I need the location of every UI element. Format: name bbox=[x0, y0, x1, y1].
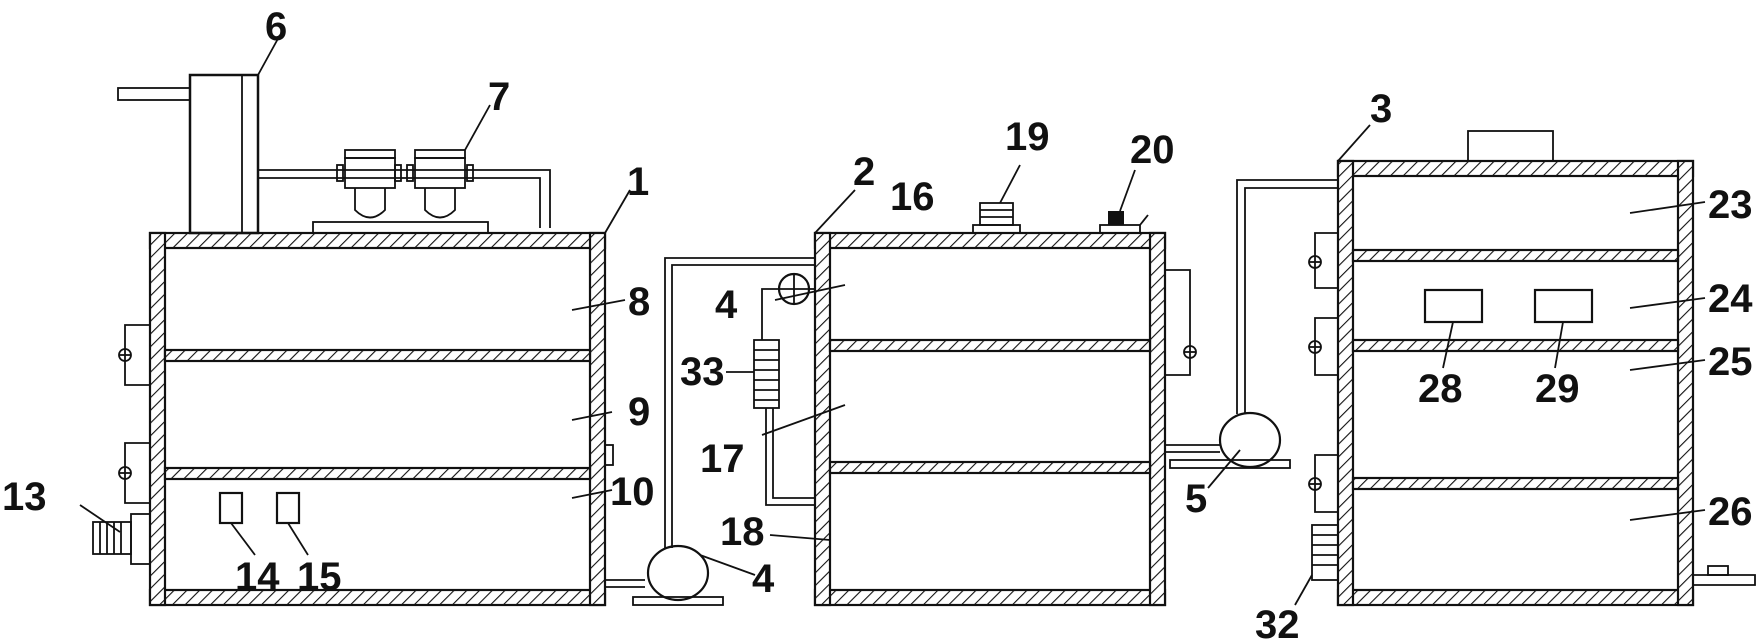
label-5: 5 bbox=[1185, 477, 1207, 521]
side-valve-left-upper bbox=[118, 324, 150, 386]
label-20: 20 bbox=[1130, 128, 1175, 172]
sensor-15 bbox=[275, 491, 301, 525]
side-valve-tank3-2 bbox=[1308, 317, 1338, 376]
pump-5 bbox=[1165, 179, 1338, 469]
module-28 bbox=[1423, 288, 1484, 324]
side-valve-left-lower bbox=[118, 442, 150, 504]
label-16: 16 bbox=[890, 175, 935, 219]
pump-4 bbox=[605, 257, 815, 606]
label-23: 23 bbox=[1708, 183, 1753, 227]
label-33: 33 bbox=[680, 350, 725, 394]
label-13: 13 bbox=[2, 475, 47, 519]
device-20 bbox=[1099, 211, 1149, 234]
label-6: 6 bbox=[265, 5, 287, 49]
tank-2 bbox=[753, 202, 1197, 607]
unit-6 bbox=[117, 73, 260, 235]
module-29 bbox=[1533, 288, 1594, 324]
label-17: 17 bbox=[700, 437, 745, 481]
label-26: 26 bbox=[1708, 490, 1753, 534]
label-4-upper: 4 bbox=[715, 283, 738, 327]
side-valve-tank3-3 bbox=[1308, 454, 1338, 513]
tank-1 bbox=[92, 231, 614, 607]
filter-33 bbox=[753, 339, 815, 506]
label-32: 32 bbox=[1255, 603, 1300, 644]
label-2: 2 bbox=[853, 150, 875, 194]
outlet-right bbox=[1693, 565, 1756, 586]
label-10: 10 bbox=[610, 470, 655, 514]
unit-7 bbox=[258, 149, 551, 234]
side-valve-tank3-1 bbox=[1308, 232, 1338, 289]
label-1: 1 bbox=[627, 160, 649, 204]
label-4-lower: 4 bbox=[752, 557, 775, 601]
label-25: 25 bbox=[1708, 340, 1753, 384]
label-29: 29 bbox=[1535, 367, 1580, 411]
label-7: 7 bbox=[488, 75, 510, 119]
leader-lines bbox=[79, 34, 1706, 606]
label-8: 8 bbox=[628, 280, 650, 324]
label-15: 15 bbox=[297, 555, 342, 599]
side-valve-tank2 bbox=[1165, 269, 1197, 376]
label-18: 18 bbox=[720, 510, 765, 554]
label-24: 24 bbox=[1708, 277, 1753, 321]
number-labels: 6 7 1 8 9 10 13 14 15 2 16 4 33 17 18 4 … bbox=[2, 5, 1753, 644]
label-19: 19 bbox=[1005, 115, 1050, 159]
label-3: 3 bbox=[1370, 87, 1392, 131]
valve-19 bbox=[972, 202, 1021, 234]
sensor-14 bbox=[218, 491, 244, 525]
label-28: 28 bbox=[1418, 367, 1463, 411]
label-9: 9 bbox=[628, 390, 650, 434]
inlet-13 bbox=[92, 513, 151, 565]
tank-3 bbox=[1308, 130, 1756, 607]
valve-4-circle bbox=[761, 272, 815, 340]
part-32 bbox=[1311, 524, 1339, 581]
label-14: 14 bbox=[235, 555, 280, 599]
